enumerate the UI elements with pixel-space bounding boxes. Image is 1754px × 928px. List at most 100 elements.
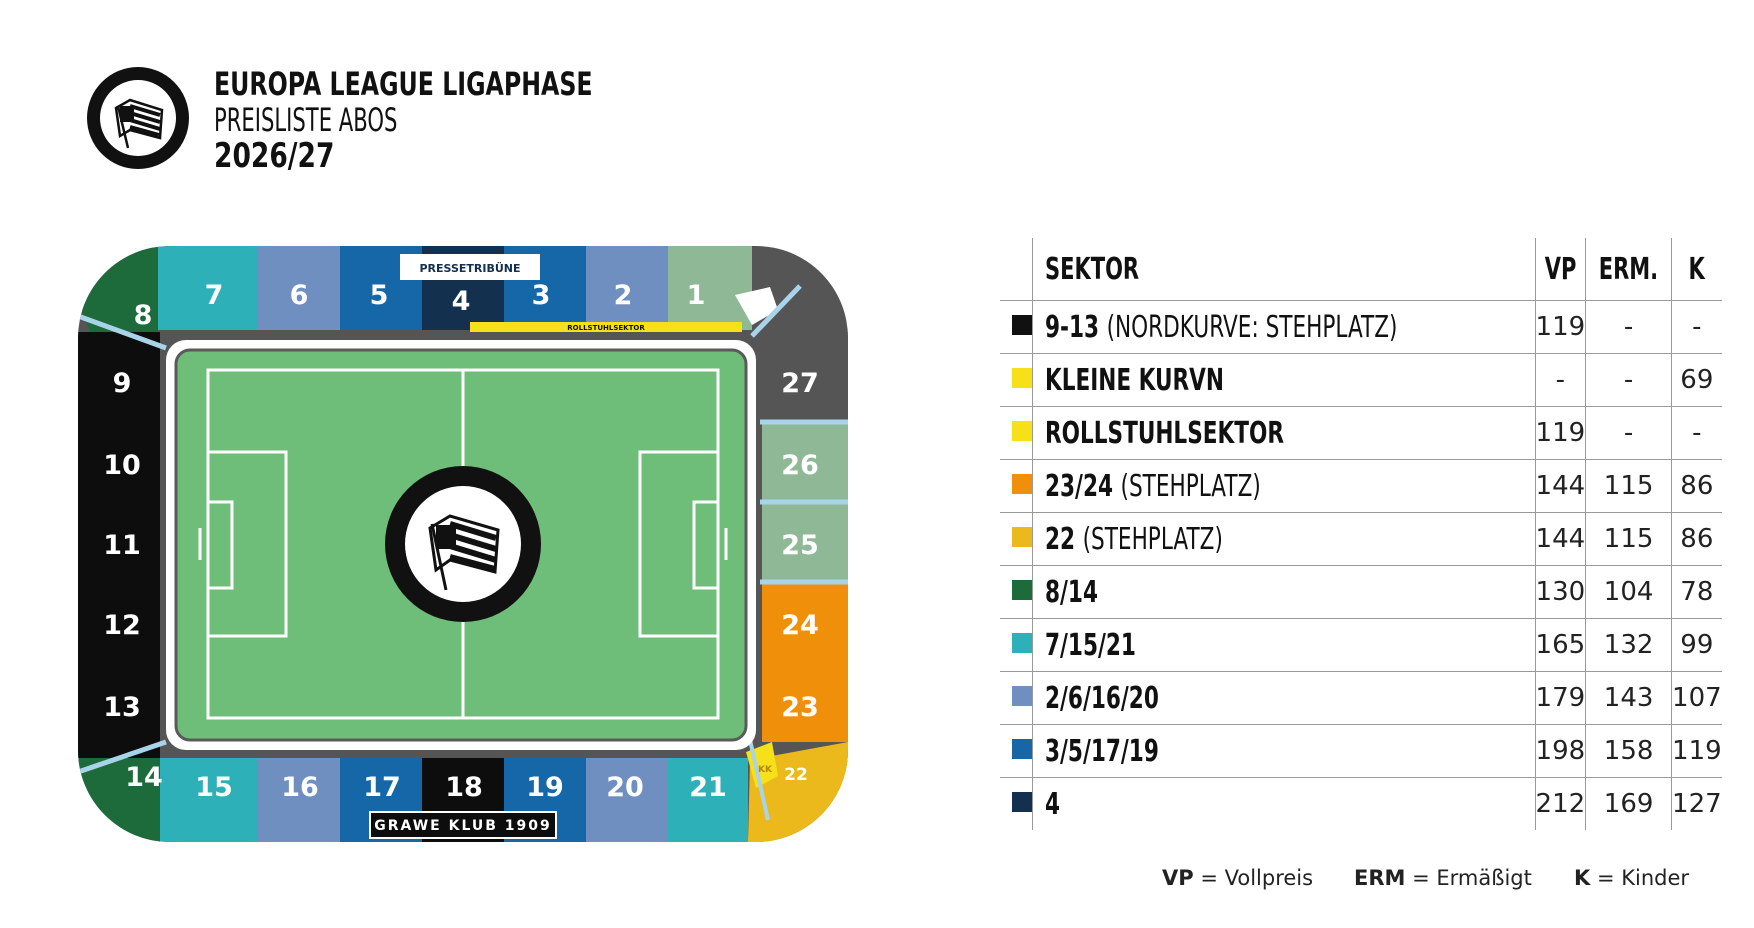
color-swatch	[1012, 580, 1032, 600]
swatch-cell	[1000, 618, 1033, 672]
sector-13[interactable]	[78, 666, 160, 758]
sector-25[interactable]	[762, 502, 848, 582]
color-swatch	[1012, 315, 1032, 335]
sector-21-label: 21	[689, 772, 727, 803]
color-swatch	[1012, 739, 1032, 759]
swatch-cell	[1000, 300, 1033, 354]
sector-25-label: 25	[781, 530, 819, 561]
swatch-cell	[1000, 512, 1033, 566]
vp-price: 119	[1535, 406, 1587, 460]
sektor-note: (NORDKURVE: STEHPLATZ)	[1106, 309, 1398, 345]
sector-22-label: 22	[784, 765, 808, 785]
swatch-column-header	[1000, 238, 1033, 301]
sector-6-label: 6	[290, 280, 309, 311]
wheelchair-sector[interactable]	[470, 322, 742, 332]
vp-column-header: VP	[1535, 238, 1587, 301]
erm-price: 143	[1585, 671, 1673, 725]
sector-20-label: 20	[606, 772, 644, 803]
vp-price: 119	[1535, 300, 1587, 354]
vp-price: 130	[1535, 565, 1587, 619]
legend-vp-abbr: VP	[1162, 866, 1194, 890]
sektor-note: (STEHPLATZ)	[1120, 468, 1261, 504]
sector-10[interactable]	[78, 422, 160, 504]
press-box	[400, 254, 540, 280]
sector-20[interactable]	[586, 758, 668, 842]
sector-4-label: 4	[452, 286, 471, 317]
sector-11[interactable]	[78, 504, 160, 584]
swatch-cell	[1000, 777, 1033, 830]
sector-12-label: 12	[103, 610, 141, 641]
table-row: 9-13 (NORDKURVE: STEHPLATZ)119--	[1000, 300, 1722, 354]
sektor-label: ROLLSTUHLSEKTOR	[1045, 415, 1284, 451]
sektor-label: 9-13	[1045, 309, 1100, 345]
sector-27[interactable]	[762, 332, 848, 422]
erm-column-header: ERM.	[1585, 238, 1673, 301]
sector-1-label: 1	[687, 280, 706, 311]
k-price: 78	[1671, 565, 1722, 619]
color-swatch	[1012, 421, 1032, 441]
erm-price: -	[1585, 300, 1673, 354]
sector-1[interactable]	[668, 246, 752, 330]
sektor-cell: 8/14	[1032, 565, 1536, 619]
club-logo-icon	[87, 67, 189, 169]
erm-header-text: ERM.	[1598, 251, 1659, 287]
center-crest-icon	[385, 466, 541, 622]
vp-price: -	[1535, 353, 1587, 407]
sector-15-label: 15	[195, 772, 233, 803]
sektor-label: 3/5/17/19	[1045, 733, 1159, 769]
k-header-text: K	[1688, 251, 1705, 287]
sektor-label: 7/15/21	[1045, 627, 1136, 663]
sector-6[interactable]	[258, 246, 340, 330]
k-price: 99	[1671, 618, 1722, 672]
k-price: -	[1671, 406, 1722, 460]
legend-vp-text: = Vollpreis	[1200, 866, 1314, 890]
color-swatch	[1012, 527, 1032, 547]
club-box	[369, 811, 557, 839]
k-column-header: K	[1672, 238, 1722, 301]
sector-15[interactable]	[160, 758, 258, 842]
swatch-cell	[1000, 671, 1033, 725]
sector-9[interactable]	[78, 332, 160, 422]
sector-2[interactable]	[586, 246, 668, 330]
sector-10-label: 10	[103, 450, 141, 481]
sector-5-label: 5	[370, 280, 389, 311]
erm-price: 115	[1585, 512, 1673, 566]
sector-7[interactable]	[158, 246, 258, 330]
legend-k-abbr: K	[1574, 866, 1591, 890]
sector-23[interactable]	[762, 662, 848, 742]
erm-price: 132	[1585, 618, 1673, 672]
table-row: ROLLSTUHLSEKTOR 119--	[1000, 406, 1722, 460]
sector-18-label: 18	[445, 772, 483, 803]
swatch-cell	[1000, 353, 1033, 407]
wheelchair-label: ROLLSTUHLSEKTOR	[567, 324, 645, 332]
vp-price: 198	[1535, 724, 1587, 778]
kk-label: KK	[758, 765, 773, 775]
k-price: 86	[1671, 459, 1722, 513]
sector-24-label: 24	[781, 610, 819, 641]
vp-price: 179	[1535, 671, 1587, 725]
sektor-cell: 4	[1032, 777, 1536, 830]
sektor-label: 2/6/16/20	[1045, 680, 1159, 716]
sector-9-label: 9	[113, 368, 132, 399]
color-swatch	[1012, 474, 1032, 494]
sector-7-label: 7	[205, 280, 224, 311]
vp-price: 212	[1535, 777, 1587, 830]
corner-gap	[735, 287, 778, 325]
sector-24[interactable]	[762, 582, 848, 662]
sector-26-label: 26	[781, 450, 819, 481]
sector-12[interactable]	[78, 584, 160, 666]
sector-26[interactable]	[762, 422, 848, 502]
sektor-cell: 9-13 (NORDKURVE: STEHPLATZ)	[1032, 300, 1536, 354]
k-price: 69	[1671, 353, 1722, 407]
sector-21[interactable]	[668, 758, 748, 842]
swatch-cell	[1000, 406, 1033, 460]
sektor-column-header: SEKTOR	[1032, 238, 1536, 301]
sector-19-label: 19	[526, 772, 564, 803]
sector-16[interactable]	[258, 758, 340, 842]
sector-2-label: 2	[614, 280, 633, 311]
